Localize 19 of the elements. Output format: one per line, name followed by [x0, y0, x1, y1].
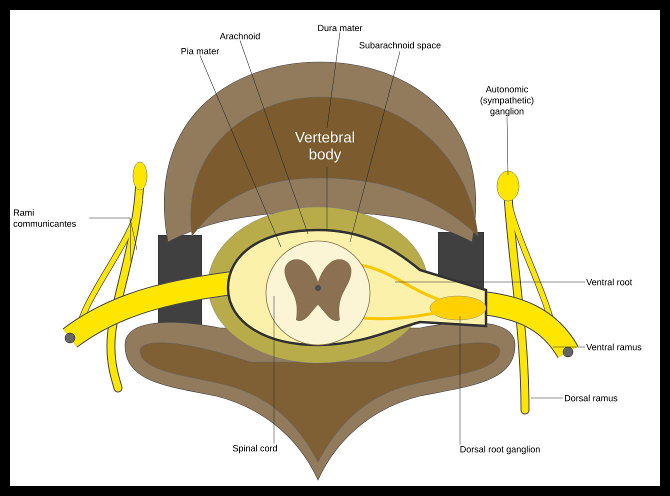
leader-line	[350, 51, 400, 242]
leader-line	[240, 40, 308, 234]
callout-label: Ventral ramus	[586, 344, 642, 350]
leader-line	[506, 117, 508, 176]
callout-label: Spinal cord	[232, 444, 277, 454]
callout-label: Dorsal root ganglion	[460, 446, 540, 454]
callout-label: Dura mater	[318, 24, 362, 32]
leader-line	[89, 218, 138, 262]
leader-line	[552, 346, 586, 348]
leader-line	[326, 32, 340, 232]
leader-line	[200, 55, 282, 248]
structure-label: Vertebral body	[295, 132, 354, 162]
callout-label: Autonomic (sympathetic) ganglion	[480, 86, 534, 116]
callout-label: Dorsal ramus	[564, 394, 618, 402]
callout-label: Arachnoid	[220, 32, 260, 40]
callout-label: Rami communicantes	[14, 209, 76, 227]
callout-label: Pia mater	[181, 48, 220, 54]
callout-label: Ventral root	[586, 278, 632, 286]
callout-label: Subarachnoid space	[359, 42, 441, 50]
